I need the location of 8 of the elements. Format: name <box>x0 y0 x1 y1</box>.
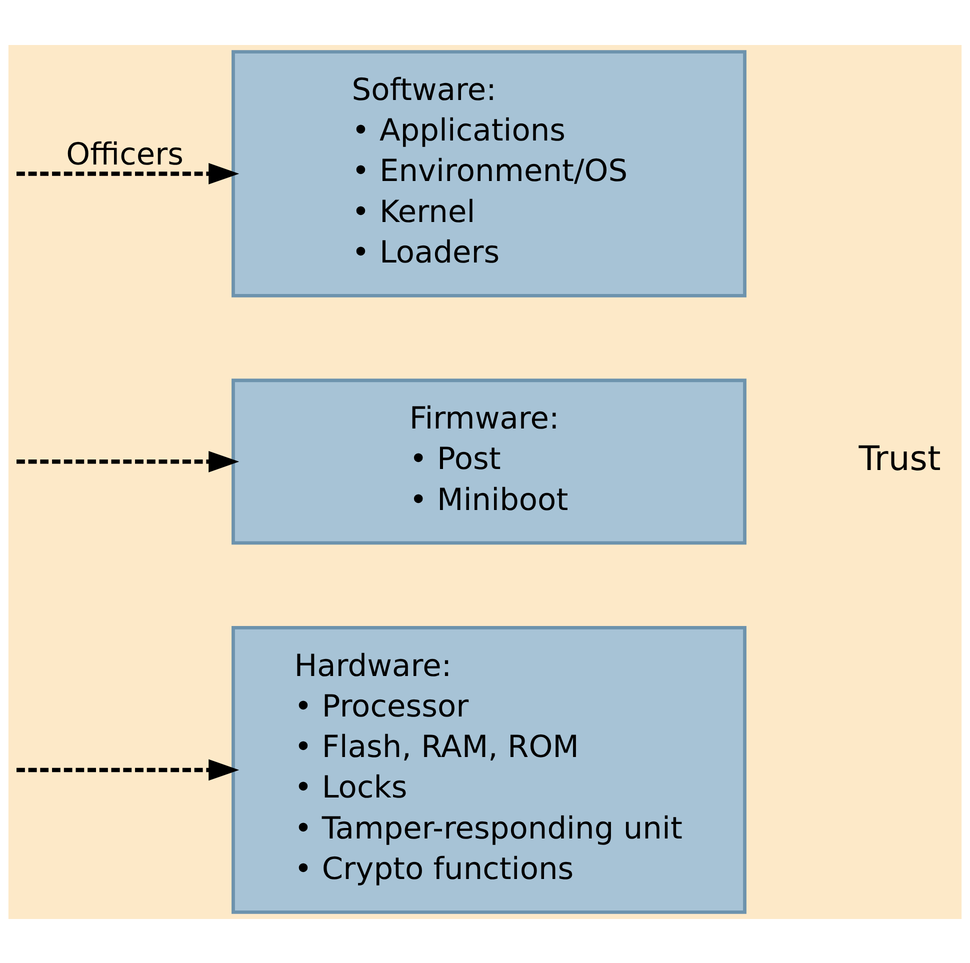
node-box: Software: • Applications • Environment/OS • Kernel • Loaders <box>232 50 746 297</box>
edge-label: Officers <box>66 136 184 172</box>
node-box: Firmware: • Post • Miniboot <box>232 378 746 544</box>
arrow <box>16 162 240 184</box>
arrow <box>16 758 240 780</box>
arrow <box>16 450 240 472</box>
node-box: Hardware: • Processor • Flash, RAM, ROM • Locks • Tamper-responding unit • Crypto functions <box>232 625 746 914</box>
label: Trust <box>858 438 941 478</box>
